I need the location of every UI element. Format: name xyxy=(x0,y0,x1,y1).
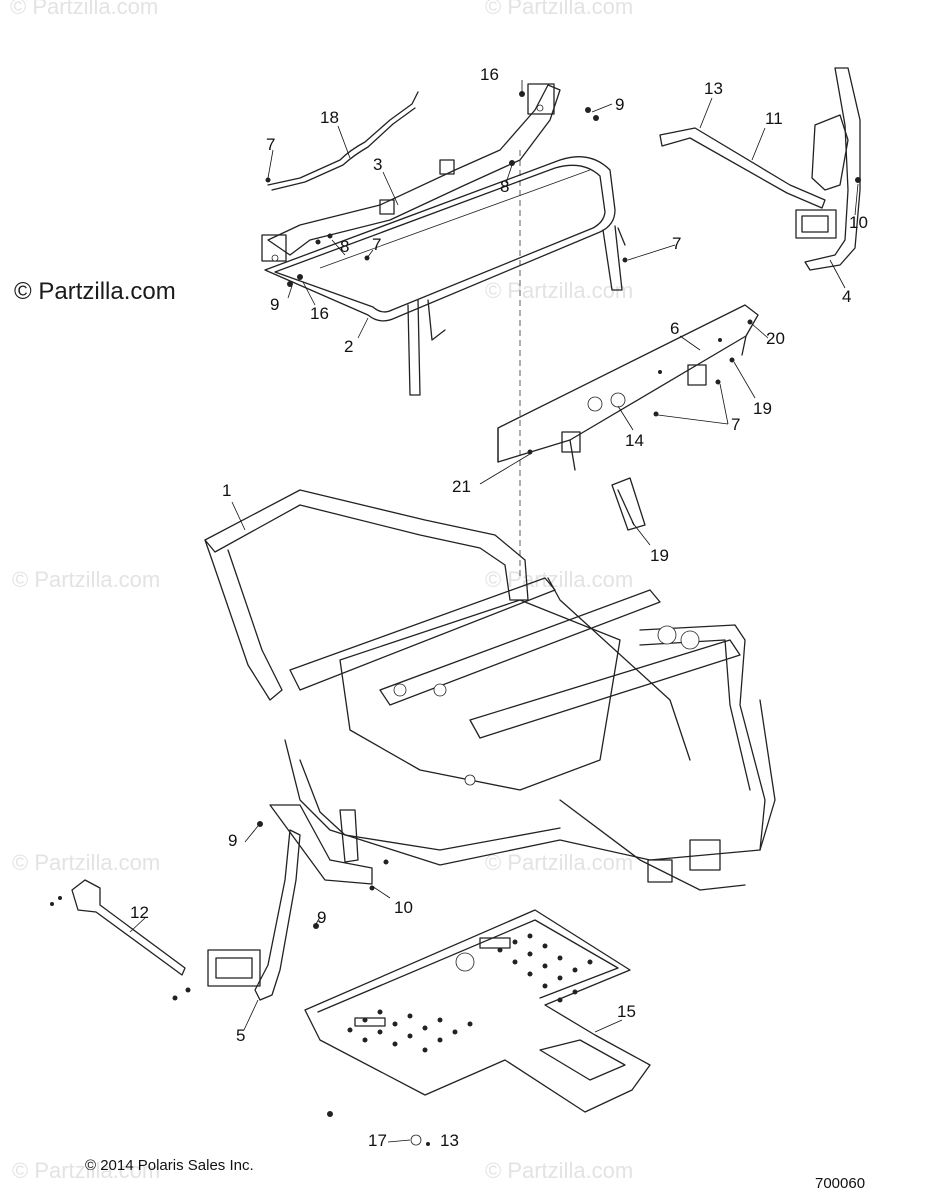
fasteners-mid xyxy=(527,319,753,455)
callout-4: 4 xyxy=(842,287,852,306)
callout-7: 7 xyxy=(266,135,276,154)
watermark: © Partzilla.com xyxy=(485,278,634,303)
part-12-bar xyxy=(71,879,186,976)
callout-13: 13 xyxy=(704,79,723,98)
watermark: © Partzilla.com xyxy=(485,1158,634,1183)
callout-21: 21 xyxy=(452,477,471,496)
part-4-side-tube xyxy=(795,67,861,271)
callout-16: 16 xyxy=(310,304,329,323)
watermark: © Partzilla.com xyxy=(485,0,634,19)
part-6-cross-member xyxy=(497,304,759,471)
callout-9: 9 xyxy=(270,295,280,314)
watermark-main: © Partzilla.com xyxy=(14,278,176,305)
callout-2: 2 xyxy=(344,337,354,356)
callout-18: 18 xyxy=(320,108,339,127)
part-1-main-frame xyxy=(204,489,776,891)
copyright-text: © 2014 Polaris Sales Inc. xyxy=(85,1157,254,1174)
fasteners-top xyxy=(265,91,628,287)
callout-19: 19 xyxy=(753,399,772,418)
diagram-number: 700060 xyxy=(815,1175,866,1192)
watermark: © Partzilla.com xyxy=(12,1158,161,1183)
callout-7: 7 xyxy=(372,235,382,254)
part-18-rod xyxy=(267,91,419,191)
part-5-side-tube xyxy=(207,804,373,1001)
part-15-skid-plate xyxy=(304,909,651,1113)
callout-5: 5 xyxy=(236,1026,246,1045)
callout-7: 7 xyxy=(731,415,741,434)
watermark: © Partzilla.com xyxy=(12,850,161,875)
callout-8: 8 xyxy=(340,237,350,256)
part-2-rear-frame xyxy=(264,156,626,396)
callout-16: 16 xyxy=(480,65,499,84)
callout-9: 9 xyxy=(615,95,625,114)
watermark: © Partzilla.com xyxy=(12,567,161,592)
callout-9: 9 xyxy=(228,831,238,850)
callout-7: 7 xyxy=(672,234,682,253)
callout-10: 10 xyxy=(849,213,868,232)
callout-17: 17 xyxy=(368,1131,387,1150)
fastener-10-top xyxy=(855,177,861,183)
fasteners-bottom xyxy=(327,1111,430,1146)
callout-11: 11 xyxy=(765,109,783,128)
part-11-bar xyxy=(659,127,826,209)
callout-10: 10 xyxy=(394,898,413,917)
fasteners-left xyxy=(50,821,389,1001)
leader-lines xyxy=(129,80,859,1143)
callout-8: 8 xyxy=(500,177,510,196)
callout-14: 14 xyxy=(625,431,644,450)
watermark: © Partzilla.com xyxy=(10,0,159,19)
callout-15: 15 xyxy=(617,1002,636,1021)
callout-19: 19 xyxy=(650,546,669,565)
watermark: © Partzilla.com xyxy=(485,567,634,592)
callout-20: 20 xyxy=(766,329,785,348)
part-19-bracket xyxy=(611,477,646,531)
callout-3: 3 xyxy=(373,155,383,174)
callout-6: 6 xyxy=(670,319,680,338)
callout-9: 9 xyxy=(317,908,327,927)
part-3-side-rail xyxy=(261,83,561,262)
callout-12: 12 xyxy=(130,903,149,922)
watermark: © Partzilla.com xyxy=(485,850,634,875)
callout-13: 13 xyxy=(440,1131,459,1150)
callout-1: 1 xyxy=(222,481,232,500)
